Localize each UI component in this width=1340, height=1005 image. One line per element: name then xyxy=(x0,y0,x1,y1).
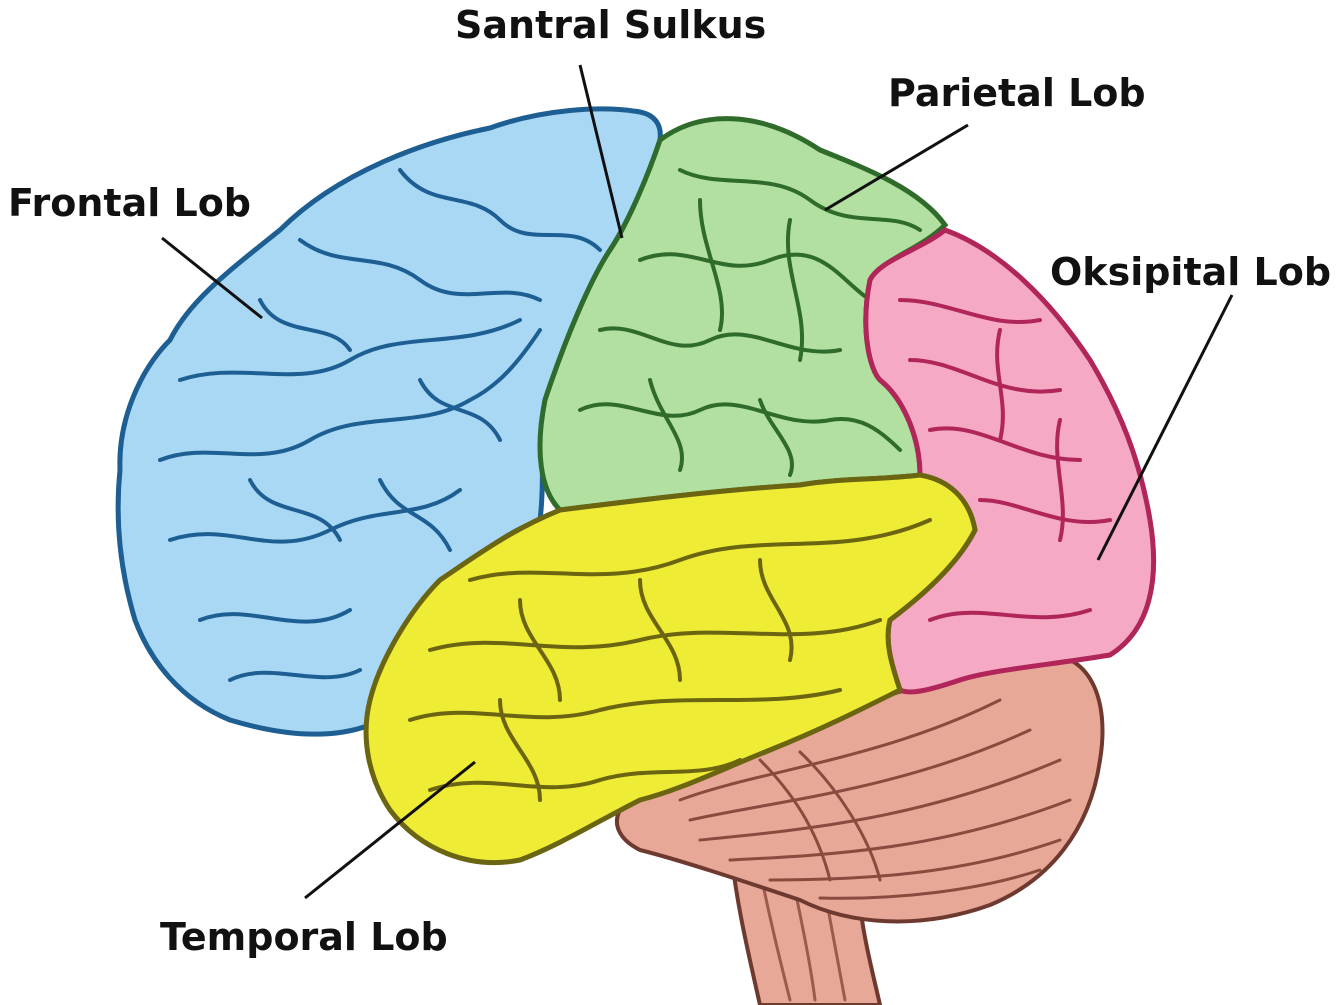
frontal-gyri xyxy=(158,168,602,682)
central-sulcus-leader xyxy=(578,64,624,239)
occipital-leader xyxy=(1096,294,1234,561)
parietal-leader xyxy=(824,123,969,212)
occipital-lobe xyxy=(863,227,1157,695)
label-parietal-lobe: Parietal Lob xyxy=(888,71,1146,115)
temporal-leader xyxy=(304,760,476,900)
label-temporal-lobe: Temporal Lob xyxy=(160,915,448,959)
label-occipital-lobe: Oksipital Lob xyxy=(1050,250,1331,294)
label-frontal-lobe: Frontal Lob xyxy=(8,181,251,225)
parietal-gyri xyxy=(578,168,922,477)
label-central-sulcus: Santral Sulkus xyxy=(455,3,766,47)
cerebellum-folia xyxy=(678,698,1072,900)
temporal-gyri xyxy=(408,518,932,802)
occipital-gyri xyxy=(898,298,1112,622)
frontal-leader xyxy=(161,236,263,320)
